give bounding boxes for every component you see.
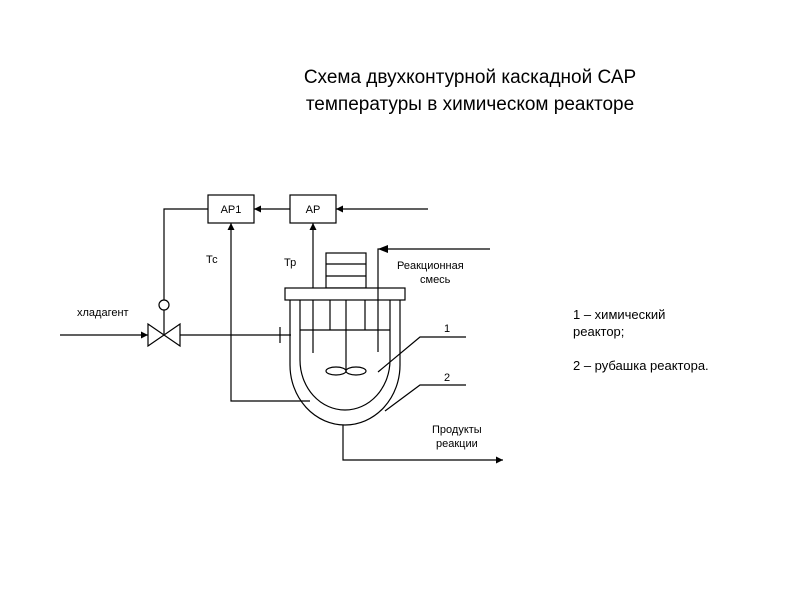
products-label-1: Продукты (432, 424, 482, 436)
legend-item-1-line-2: реактор; (573, 324, 625, 339)
legend-item-1-line-1: 1 – химический (573, 307, 666, 322)
sensor-tr-label: Тр (284, 257, 296, 269)
controller-ar-label: АР (306, 204, 321, 216)
reactor-jacket (289, 300, 401, 426)
ar1-to-valve-line (163, 208, 208, 300)
title-line-2: температуры в химическом реакторе (305, 94, 635, 115)
tc-feedback-line (227, 223, 310, 402)
controller-ar1 (207, 194, 255, 224)
legend: 1 – химический реактор; 2 – рубашка реак… (573, 306, 773, 374)
legend-item-2: 2 – рубашка реактора. (573, 358, 709, 373)
diagram-title: Схема двухконтурной каскадной САР темпер… (240, 64, 700, 118)
agitator-blade-right (345, 366, 367, 376)
agitator-blade-left (325, 366, 347, 376)
callout-1-label: 1 (444, 323, 450, 335)
agitator-motor (325, 252, 367, 289)
reaction-mix-label-1: Реакционная (397, 260, 464, 272)
callout-2-leader (384, 384, 466, 412)
controller-ar1-label: АР1 (221, 204, 242, 216)
callout-1-leader (377, 336, 466, 373)
reactor-lid (284, 287, 406, 301)
title-line-1: Схема двухконтурной каскадной САР (303, 67, 637, 88)
callout-2-label: 2 (444, 372, 450, 384)
valve-actuator (158, 299, 170, 311)
reactor-vessel (299, 300, 391, 411)
control-valve (147, 322, 181, 348)
coolant-label: хладагент (77, 307, 129, 319)
products-outlet-line (342, 425, 503, 464)
sensor-tc-label: Тс (206, 254, 218, 266)
products-label-2: реакции (436, 438, 478, 450)
reaction-mix-label-2: смесь (420, 274, 451, 286)
